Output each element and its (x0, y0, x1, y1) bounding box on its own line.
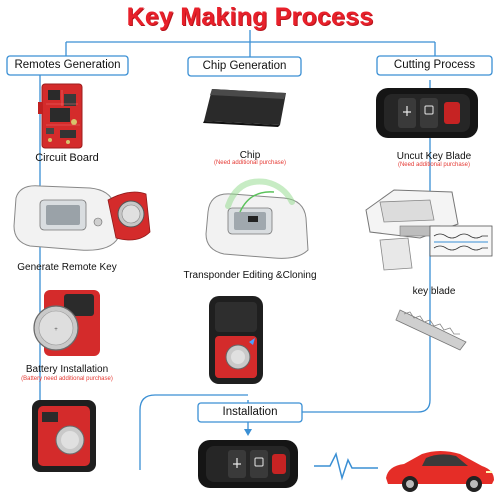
red-car-image (382, 440, 498, 496)
key-blade-label: key blade (378, 286, 490, 297)
installation-label: Installation (198, 403, 302, 421)
battery-installation-label: Battery Installation (8, 364, 126, 375)
chip-image (200, 85, 290, 129)
remotes-header: Remotes Generation (7, 56, 128, 74)
transponder-device-image (188, 172, 318, 262)
uncut-key-note: (Need additional purchase) (375, 162, 493, 168)
uncut-key-blade-label: Uncut Key Blade (375, 151, 493, 162)
chip-header: Chip Generation (188, 57, 301, 75)
key-blade-image (394, 302, 474, 354)
chip-note: (Need additional purchase) (190, 160, 310, 166)
finished-flip-key-image (196, 436, 300, 492)
transponder-label: Transponder Editing &Cloning (180, 270, 320, 281)
battery-installation-image: + (30, 288, 102, 358)
key-programmer-device-image (10, 178, 160, 258)
diagram-title: Key Making Process (0, 3, 500, 32)
remote-shell-image (30, 396, 102, 474)
generate-remote-key-label: Generate Remote Key (8, 262, 126, 273)
battery-note: (Battery need additional purchase) (8, 376, 126, 382)
uncut-key-image (374, 82, 480, 144)
heartbeat-line-icon (312, 448, 380, 482)
circuit-board-label: Circuit Board (8, 152, 126, 164)
open-key-shell-image (205, 294, 267, 386)
cutting-header: Cutting Process (377, 56, 492, 74)
svg-text:+: + (54, 327, 58, 333)
key-cutting-machine-image (360, 180, 494, 272)
circuit-board-image (38, 82, 90, 150)
